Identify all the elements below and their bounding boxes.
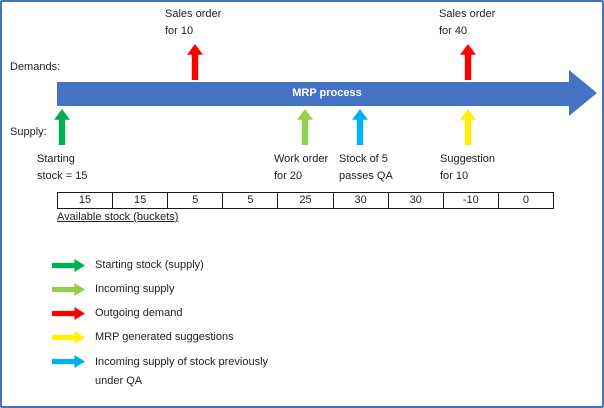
legend-qa-supply-label: Incoming supply of stock previously unde… xyxy=(95,353,268,391)
annotation-line: Suggestion xyxy=(440,153,496,165)
legend-starting-stock-label: Starting stock (supply) xyxy=(95,259,204,271)
annotation-line: passes QA xyxy=(339,170,393,182)
annotation-line: Work order xyxy=(274,153,329,165)
annotation-sales-order-10: Sales order for 10 xyxy=(165,6,221,40)
legend-mrp-suggestions-arrow-icon xyxy=(52,331,85,344)
annotation-line: for 10 xyxy=(440,170,469,182)
legend-mrp-suggestions-label: MRP generated suggestions xyxy=(95,331,234,343)
annotation-qa-stock: Stock of 5 passes QA xyxy=(339,151,393,185)
annotation-suggestion: Suggestion for 10 xyxy=(440,151,495,185)
stock-cell: 15 xyxy=(58,193,114,208)
annotation-work-order: Work order for 20 xyxy=(274,151,328,185)
legend-outgoing-demand-label: Outgoing demand xyxy=(95,307,183,319)
legend-qa-supply-arrow-icon xyxy=(52,355,85,368)
stock-cell: 25 xyxy=(278,193,334,208)
annotation-line: Stock of 5 xyxy=(339,153,388,165)
stock-table-caption: Available stock (buckets) xyxy=(57,211,179,223)
stock-buckets-table: 15 15 5 5 25 30 30 -10 0 xyxy=(57,192,554,209)
stock-cell: 15 xyxy=(113,193,169,208)
annotation-line: Sales order xyxy=(165,8,222,20)
legend-starting-stock-arrow-icon xyxy=(52,259,85,272)
legend-qa-supply-label-line2: under QA xyxy=(95,375,143,387)
legend-outgoing-demand-arrow-icon xyxy=(52,307,85,320)
annotation-line: stock = 15 xyxy=(37,170,88,182)
legend-qa-supply-label-line1: Incoming supply of stock previously xyxy=(95,356,269,368)
legend-incoming-supply-label: Incoming supply xyxy=(95,283,175,295)
stock-cell: 30 xyxy=(334,193,389,208)
stock-cell: 30 xyxy=(389,193,444,208)
supply-label: Supply: xyxy=(10,126,47,138)
annotation-line: Sales order xyxy=(439,8,496,20)
annotation-sales-order-40: Sales order for 40 xyxy=(439,6,495,40)
annotation-line: for 20 xyxy=(274,170,303,182)
legend-incoming-supply-arrow-icon xyxy=(52,283,85,296)
stock-cell: 0 xyxy=(522,194,529,206)
mrp-process-label-text: MRP process xyxy=(292,87,362,99)
mrp-process-label: MRP process xyxy=(57,70,597,116)
annotation-line: Starting xyxy=(37,153,75,165)
stock-cell: 5 xyxy=(168,193,224,208)
stock-cell: 5 xyxy=(223,193,279,208)
annotation-starting-stock: Starting stock = 15 xyxy=(37,151,87,185)
annotation-line: for 10 xyxy=(165,25,194,37)
stock-cell: -10 xyxy=(444,193,499,208)
annotation-line: for 40 xyxy=(439,25,468,37)
demands-label: Demands: xyxy=(10,61,61,73)
